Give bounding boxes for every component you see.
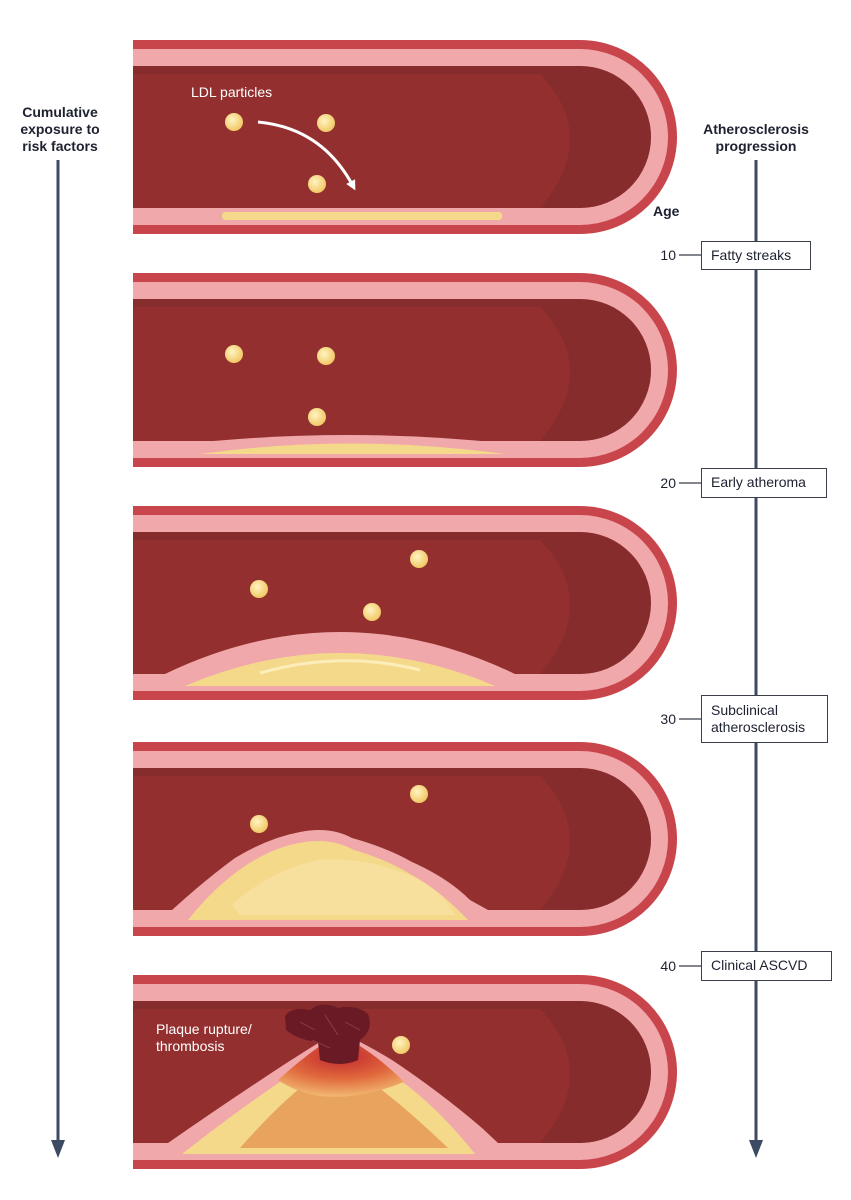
ldl-particle [225,113,243,131]
ldl-particle [308,175,326,193]
age-label: Age [653,203,680,219]
ldl-particles-label: LDL particles [191,84,273,100]
ldl-particle [250,815,268,833]
progression-arrow [749,160,763,1158]
risk-exposure-label: Cumulative exposure to risk factors [20,104,100,154]
age-value-30: 30 [660,711,676,727]
stage-fatty-streaks: Fatty streaks [701,241,811,270]
ldl-particle [410,550,428,568]
plaque-rupture-label: Plaque rupture/ thrombosis [156,1021,252,1054]
stage-clinical-ascvd: Clinical ASCVD [701,951,832,981]
ldl-particle [317,347,335,365]
ldl-particle [363,603,381,621]
risk-exposure-arrow [51,160,65,1158]
ldl-particle [225,345,243,363]
ldl-particle [308,408,326,426]
stage-early-atheroma: Early atheroma [701,468,827,498]
vessel-early-atheroma [133,273,677,467]
vessel-fatty-streaks [133,40,677,234]
stage-subclinical: Subclinical atherosclerosis [701,695,828,743]
ldl-particle [392,1036,410,1054]
ldl-particle [317,114,335,132]
age-ticks [679,254,701,967]
age-value-10: 10 [660,247,676,263]
age-value-40: 40 [660,958,676,974]
vessel-plaque-rupture [133,975,677,1169]
thrombus [285,1004,370,1064]
progression-label: Atherosclerosis progression [703,121,809,154]
ldl-particle [250,580,268,598]
vessel-subclinical [133,506,677,700]
ldl-particle [410,785,428,803]
vessel-advanced-plaque [133,742,677,936]
age-value-20: 20 [660,475,676,491]
